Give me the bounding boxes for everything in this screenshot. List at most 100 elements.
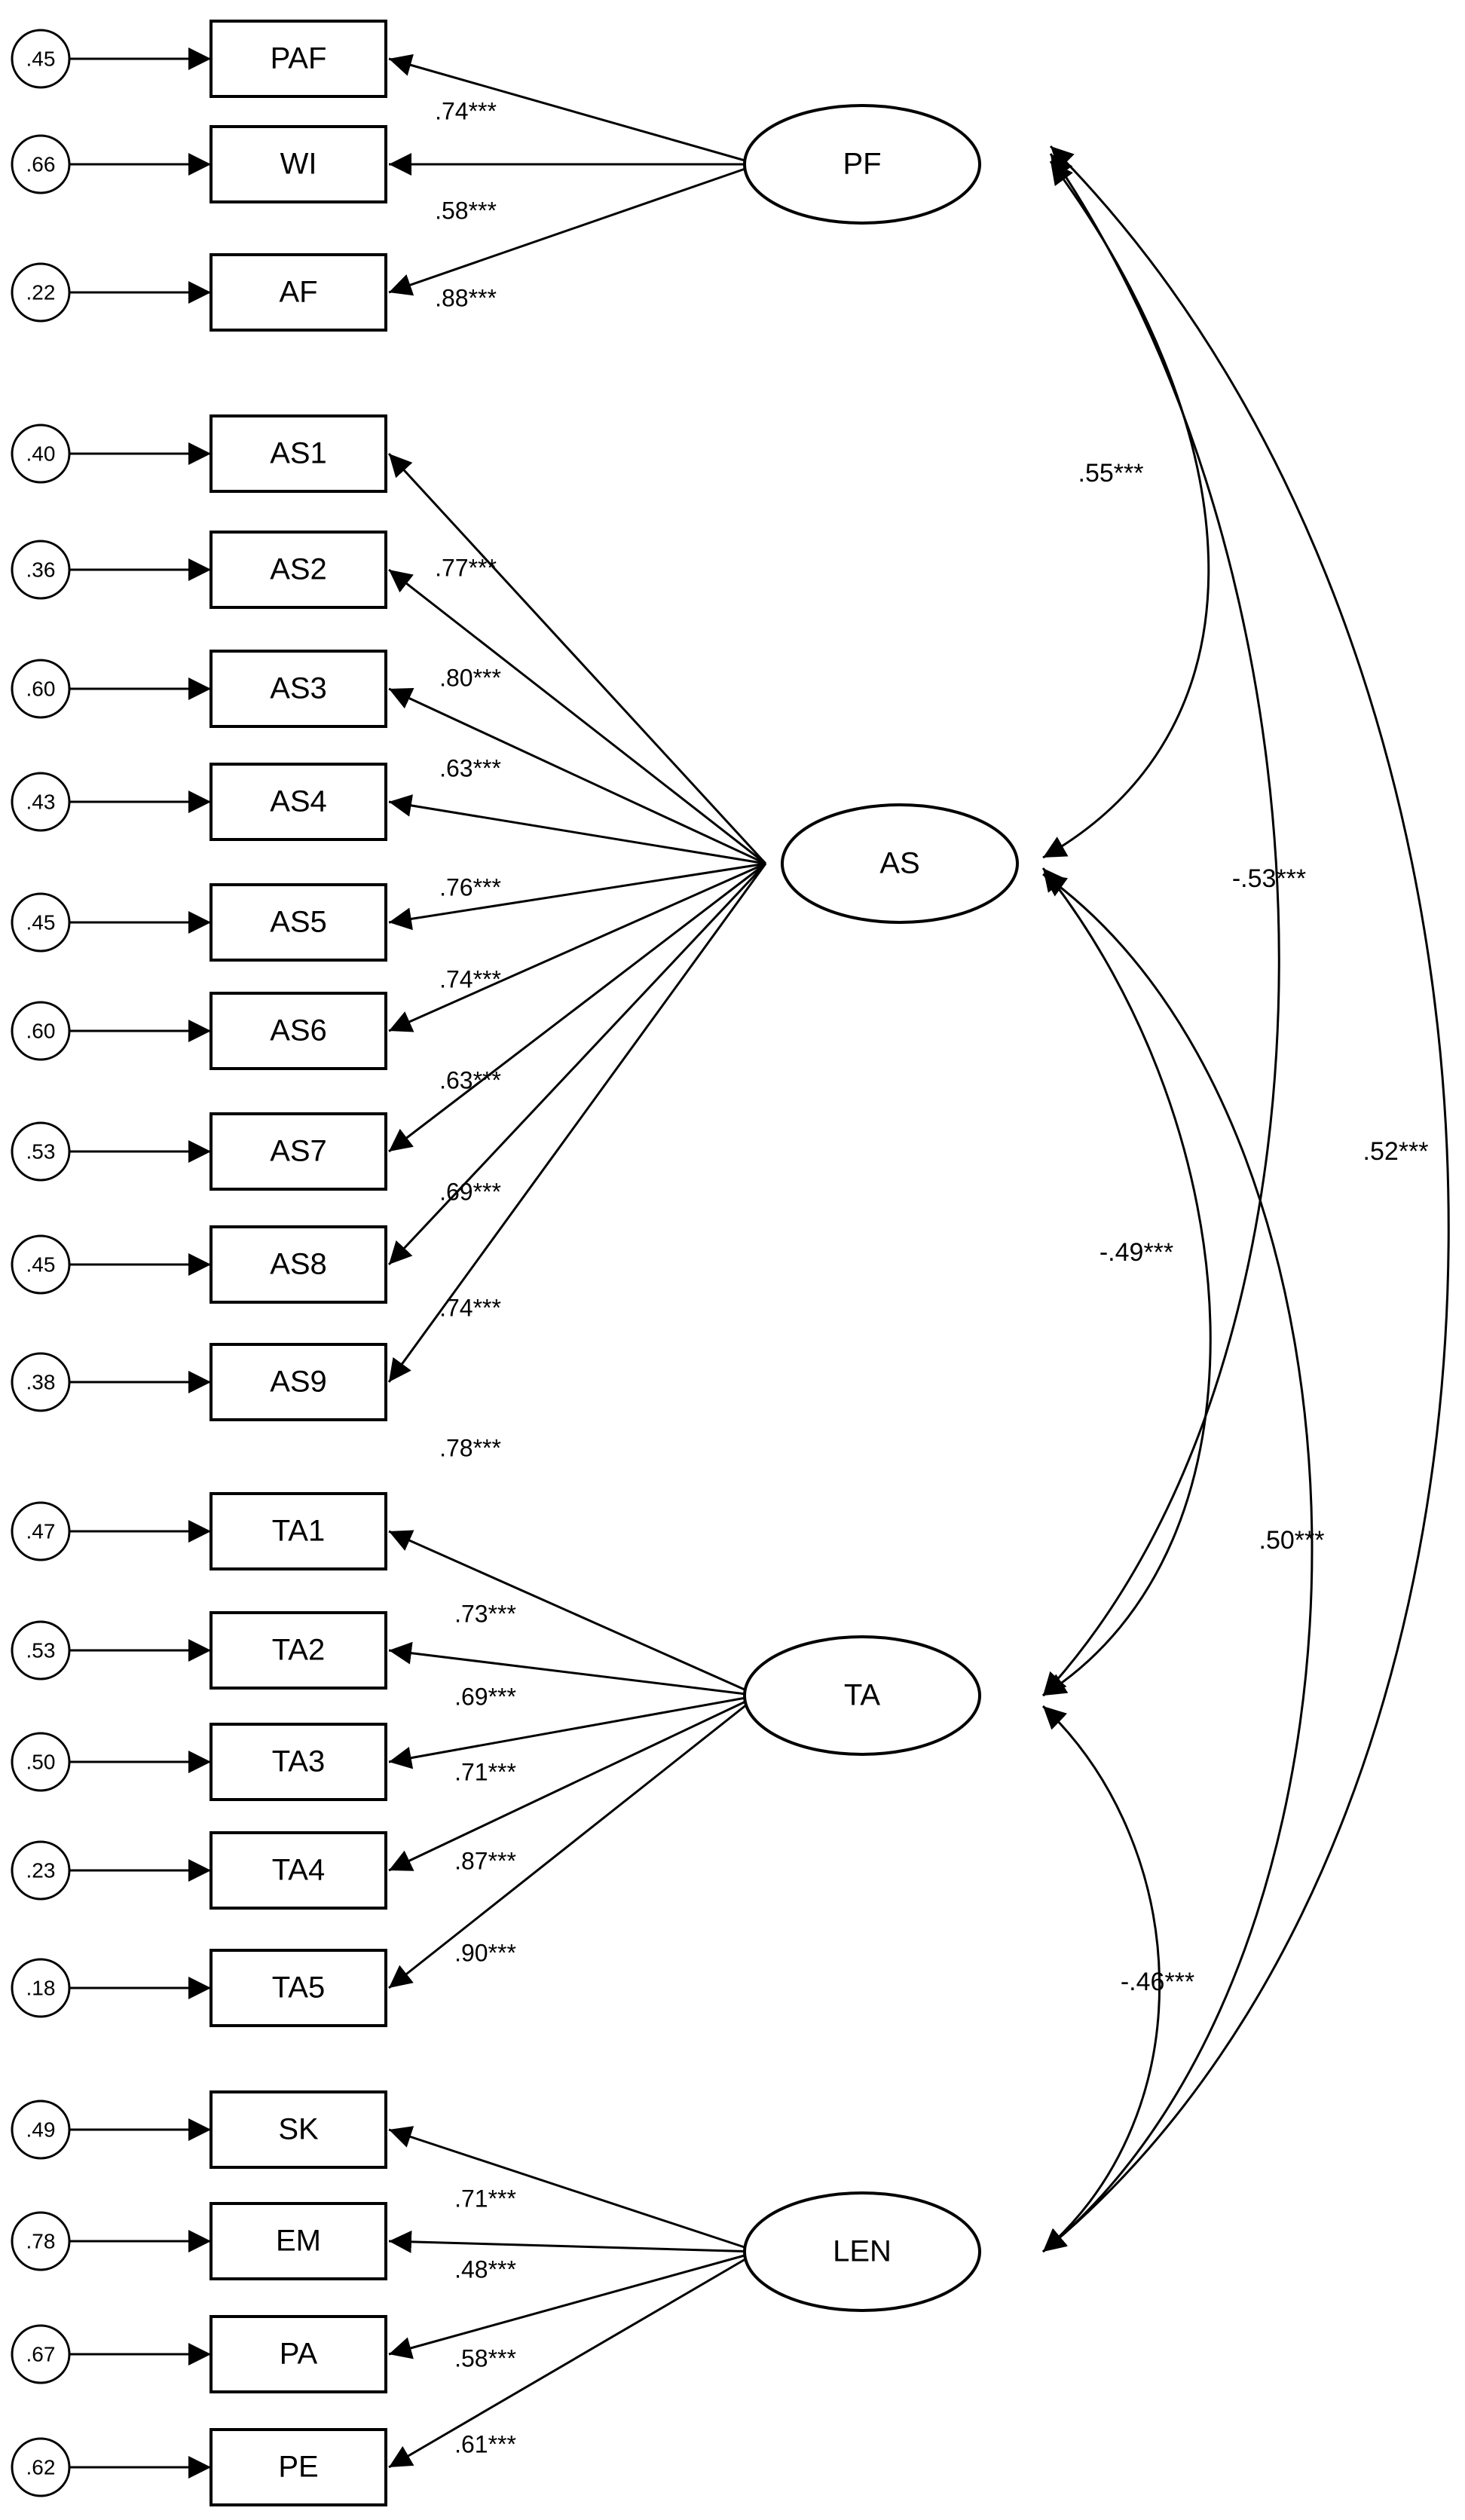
indicator-box bbox=[210, 253, 387, 332]
indicator-box bbox=[210, 2202, 387, 2280]
loading-path bbox=[388, 1530, 759, 1697]
indicator-label: PE bbox=[278, 2451, 318, 2484]
indicator-box bbox=[210, 1225, 387, 1304]
indicator-label: PA bbox=[280, 2338, 318, 2371]
correlation-label: -.46*** bbox=[1121, 1968, 1194, 1996]
residual-circle bbox=[11, 29, 71, 89]
residual-circle bbox=[11, 262, 71, 323]
latent-label: LEN bbox=[833, 2235, 892, 2268]
residual-label: .45 bbox=[26, 47, 56, 70]
loading-path bbox=[388, 163, 759, 296]
residual-label: .47 bbox=[26, 1519, 56, 1543]
residual-circle bbox=[11, 134, 71, 194]
residual-label: .78 bbox=[26, 2229, 56, 2252]
loading-label: .61*** bbox=[454, 2430, 516, 2457]
residual-paths bbox=[69, 47, 211, 2479]
loading-label: .69*** bbox=[439, 1178, 501, 1205]
indicator-label: TA4 bbox=[272, 1854, 325, 1887]
residual-circle bbox=[11, 892, 71, 953]
loading-path bbox=[388, 54, 759, 166]
path-labels: .55***-.53***.52***-.49***.50***-.46***.… bbox=[435, 97, 1428, 2457]
indicator-box bbox=[210, 1112, 387, 1191]
residual-label: .53 bbox=[26, 1638, 56, 1662]
indicator-box bbox=[210, 650, 387, 728]
indicator-box bbox=[210, 763, 387, 841]
loading-label: .71*** bbox=[454, 2185, 516, 2212]
loading-label: .58*** bbox=[435, 197, 497, 224]
indicator-box bbox=[210, 414, 387, 493]
correlation-arc-pf-len bbox=[1042, 145, 1450, 2253]
residual-label: .45 bbox=[26, 910, 56, 934]
correlation-arc-as-len bbox=[1042, 873, 1314, 2253]
indicator-label: AS9 bbox=[270, 1366, 327, 1399]
latent-label: PF bbox=[843, 148, 881, 181]
indicator-box bbox=[210, 1723, 387, 1801]
loading-path bbox=[388, 862, 766, 1153]
residual-circle bbox=[11, 1352, 71, 1412]
loading-label: .90*** bbox=[454, 1939, 516, 1966]
residual-circle bbox=[11, 2437, 71, 2497]
loading-path bbox=[388, 1694, 759, 1989]
indicator-label: TA3 bbox=[272, 1745, 325, 1778]
indicator-label: AS5 bbox=[270, 906, 327, 939]
residual-label: .23 bbox=[26, 1858, 56, 1882]
indicator-label: TA1 bbox=[272, 1515, 325, 1548]
residual-circle bbox=[11, 1620, 71, 1681]
indicator-box bbox=[210, 1949, 387, 2027]
residual-circle bbox=[11, 2211, 71, 2271]
indicator-label: AS1 bbox=[270, 437, 327, 470]
loading-label: .88*** bbox=[435, 284, 497, 311]
loading-path bbox=[388, 568, 766, 865]
residual-label: .40 bbox=[26, 442, 56, 465]
residual-label: .18 bbox=[26, 1976, 56, 1999]
indicator-box bbox=[210, 1492, 387, 1570]
correlation-label: .55*** bbox=[1078, 459, 1144, 488]
latent-as bbox=[781, 803, 1019, 924]
latent-ta bbox=[743, 1635, 981, 1756]
indicator-box bbox=[210, 125, 387, 203]
correlation-arc-ta-len bbox=[1041, 1705, 1161, 2253]
residual-label: .62 bbox=[26, 2455, 56, 2479]
loading-path bbox=[388, 1694, 759, 1769]
loading-label: .48*** bbox=[454, 2255, 516, 2283]
indicator-box bbox=[210, 883, 387, 962]
indicator-label: TA2 bbox=[272, 1634, 325, 1667]
indicator-box bbox=[210, 1831, 387, 1910]
indicator-box bbox=[210, 531, 387, 609]
correlation-arcs bbox=[1041, 145, 1450, 2253]
residual-circle bbox=[11, 540, 71, 600]
residual-circle bbox=[11, 772, 71, 832]
residual-label: .60 bbox=[26, 1019, 56, 1042]
indicator-label: AS8 bbox=[270, 1248, 327, 1281]
latent-label: TA bbox=[844, 1679, 880, 1712]
latent-pf bbox=[743, 104, 981, 225]
loading-label: .77*** bbox=[435, 554, 497, 581]
residual-label: .45 bbox=[26, 1252, 56, 1276]
indicator-box bbox=[210, 1611, 387, 1690]
indicator-box bbox=[210, 2090, 387, 2169]
loading-path bbox=[387, 863, 767, 1383]
residual-label: .38 bbox=[26, 1370, 56, 1393]
loading-path bbox=[387, 862, 767, 1266]
loading-label: .74*** bbox=[435, 97, 497, 124]
residual-circle bbox=[11, 424, 71, 484]
indicator-label: WI bbox=[280, 148, 317, 181]
correlation-label: -.53*** bbox=[1232, 864, 1306, 893]
residual-circle bbox=[11, 2324, 71, 2384]
loading-path bbox=[388, 2250, 759, 2469]
residual-label: .60 bbox=[26, 677, 56, 700]
correlation-arc-pf-as bbox=[1042, 161, 1210, 859]
residual-circle bbox=[11, 1732, 71, 1792]
residual-label: .50 bbox=[26, 1750, 56, 1773]
loading-path bbox=[388, 2250, 759, 2359]
residual-label: .67 bbox=[26, 2342, 56, 2366]
loading-label: .71*** bbox=[454, 1758, 516, 1785]
residual-circle bbox=[11, 1840, 71, 1901]
indicator-box bbox=[210, 992, 387, 1070]
indicator-label: SK bbox=[278, 2113, 319, 2146]
correlation-label: .52*** bbox=[1363, 1137, 1429, 1166]
indicator-label: AS2 bbox=[270, 553, 327, 586]
residual-circle bbox=[11, 1958, 71, 2018]
residual-label: .36 bbox=[26, 558, 56, 581]
